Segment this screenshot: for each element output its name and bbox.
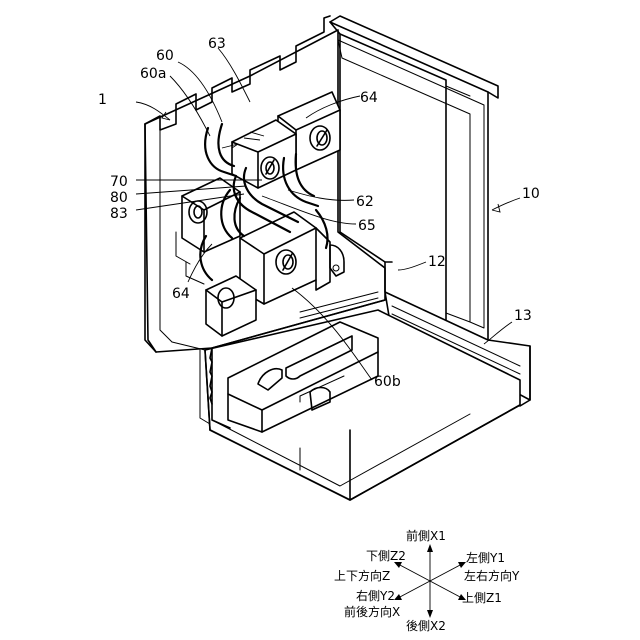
axis-leftright-label: 左右方向Y xyxy=(464,568,520,583)
axis-up-label: 上側Z1 xyxy=(462,591,502,605)
label-63: 63 xyxy=(208,36,226,52)
label-62: 62 xyxy=(356,194,374,210)
axis-down-label: 下側Z2 xyxy=(366,549,406,563)
label-60b: 60b xyxy=(374,374,401,390)
label-65: 65 xyxy=(358,218,376,234)
label-10: 10 xyxy=(522,186,540,202)
axis-right-label: 右側Y2 xyxy=(356,588,395,603)
axis-updown-label: 上下方向Z xyxy=(334,568,390,583)
label-83: 83 xyxy=(110,206,128,222)
axis-diagram: 前側X1 下側Z2 左側Y1 上下方向Z 左右方向Y 右側Y2 上側Z1 前後方… xyxy=(334,528,520,633)
label-60: 60 xyxy=(156,48,174,64)
label-64-top: 64 xyxy=(360,90,378,106)
axis-front-label: 前側X1 xyxy=(406,528,446,543)
axis-back-label: 後側X2 xyxy=(406,619,446,633)
label-70: 70 xyxy=(110,174,128,190)
label-80: 80 xyxy=(110,190,128,206)
label-60a: 60a xyxy=(140,66,166,82)
axis-frontback-label: 前後方向X xyxy=(344,604,400,619)
label-13: 13 xyxy=(514,308,532,324)
axis-left-label: 左側Y1 xyxy=(466,550,505,565)
label-1: 1 xyxy=(98,92,107,108)
label-12: 12 xyxy=(428,254,446,270)
label-64-bottom: 64 xyxy=(172,286,190,302)
